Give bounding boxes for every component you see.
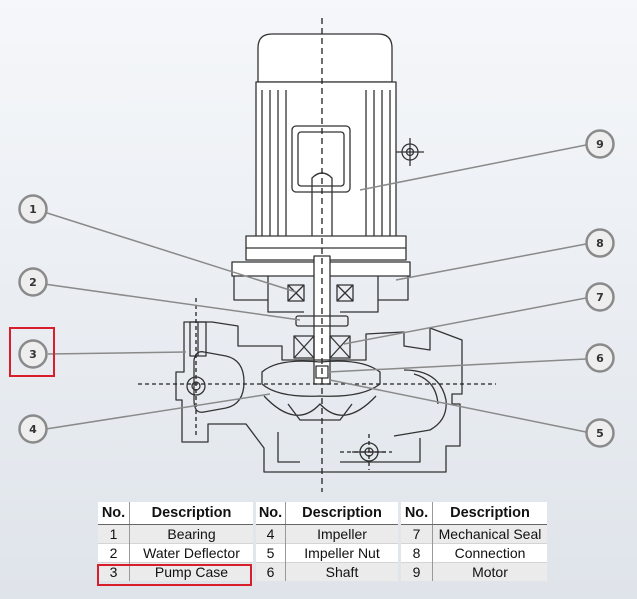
part-number: 5 xyxy=(256,543,286,563)
part-number: 2 xyxy=(98,543,130,563)
callout-3-label: 3 xyxy=(29,348,37,361)
callout-7-label: 7 xyxy=(596,291,604,304)
pump-cross-section-diagram: 1 2 3 4 5 6 7 8 xyxy=(18,18,615,492)
part-number: 1 xyxy=(98,524,130,544)
part-description: Mechanical Seal xyxy=(432,524,547,544)
part-number: 7 xyxy=(401,524,433,544)
callout-9-label: 9 xyxy=(596,138,604,151)
legend-header-row: No. Description xyxy=(401,502,547,525)
part-description: Shaft xyxy=(285,562,398,581)
description-column-header: Description xyxy=(129,502,253,525)
parts-legend-table-2: No. Description 4 Impeller 5 Impeller Nu… xyxy=(256,502,398,581)
callout-1: 1 xyxy=(18,194,48,224)
pump-case-drawing xyxy=(175,321,463,473)
callout-8-label: 8 xyxy=(596,237,604,250)
center-lines xyxy=(138,18,496,492)
callout-3-highlight-box xyxy=(9,327,55,377)
part-description: Water Deflector xyxy=(129,543,253,563)
pump-case-row-highlight-box xyxy=(97,564,252,586)
legend-row-6: 6 Shaft xyxy=(256,562,398,581)
callout-3: 3 xyxy=(18,339,48,369)
part-number: 8 xyxy=(401,543,433,563)
parts-legend-table-3: No. Description 7 Mechanical Seal 8 Conn… xyxy=(401,502,547,581)
part-description: Impeller Nut xyxy=(285,543,398,563)
callout-4-label: 4 xyxy=(29,423,37,436)
part-description: Bearing xyxy=(129,524,253,544)
callout-6: 6 xyxy=(585,343,615,373)
callout-7: 7 xyxy=(585,282,615,312)
callout-6-label: 6 xyxy=(596,352,604,365)
description-column-header: Description xyxy=(285,502,398,525)
part-number: 3 xyxy=(98,562,130,581)
number-column-header: No. xyxy=(401,502,433,525)
leader-lines xyxy=(43,144,587,433)
callout-9: 9 xyxy=(585,129,615,159)
legend-row-3: 3 Pump Case xyxy=(98,562,253,581)
legend-row-5: 5 Impeller Nut xyxy=(256,543,398,563)
callout-4: 4 xyxy=(18,414,48,444)
part-description: Impeller xyxy=(285,524,398,544)
callout-5-label: 5 xyxy=(596,427,604,440)
legend-row-1: 1 Bearing xyxy=(98,524,253,544)
legend-row-2: 2 Water Deflector xyxy=(98,543,253,563)
legend-row-4: 4 Impeller xyxy=(256,524,398,544)
number-column-header: No. xyxy=(98,502,130,525)
number-column-header: No. xyxy=(256,502,286,525)
legend-row-8: 8 Connection xyxy=(401,543,547,563)
part-number: 6 xyxy=(256,562,286,581)
callout-1-label: 1 xyxy=(29,203,37,216)
callout-5: 5 xyxy=(585,418,615,448)
legend-row-9: 9 Motor xyxy=(401,562,547,581)
part-number: 4 xyxy=(256,524,286,544)
legend-header-row: No. Description xyxy=(98,502,253,525)
motor-drawing xyxy=(245,33,424,261)
parts-legend-table-1: No. Description 1 Bearing 2 Water Deflec… xyxy=(98,502,253,581)
callout-8: 8 xyxy=(585,228,615,258)
description-column-header: Description xyxy=(432,502,547,525)
part-number: 9 xyxy=(401,562,433,581)
part-description: Pump Case xyxy=(129,562,253,581)
legend-row-7: 7 Mechanical Seal xyxy=(401,524,547,544)
callout-2-label: 2 xyxy=(29,276,37,289)
part-description: Connection xyxy=(432,543,547,563)
callouts: 1 2 3 4 5 6 7 8 xyxy=(18,129,615,448)
part-description: Motor xyxy=(432,562,547,581)
callout-2: 2 xyxy=(18,267,48,297)
legend-header-row: No. Description xyxy=(256,502,398,525)
